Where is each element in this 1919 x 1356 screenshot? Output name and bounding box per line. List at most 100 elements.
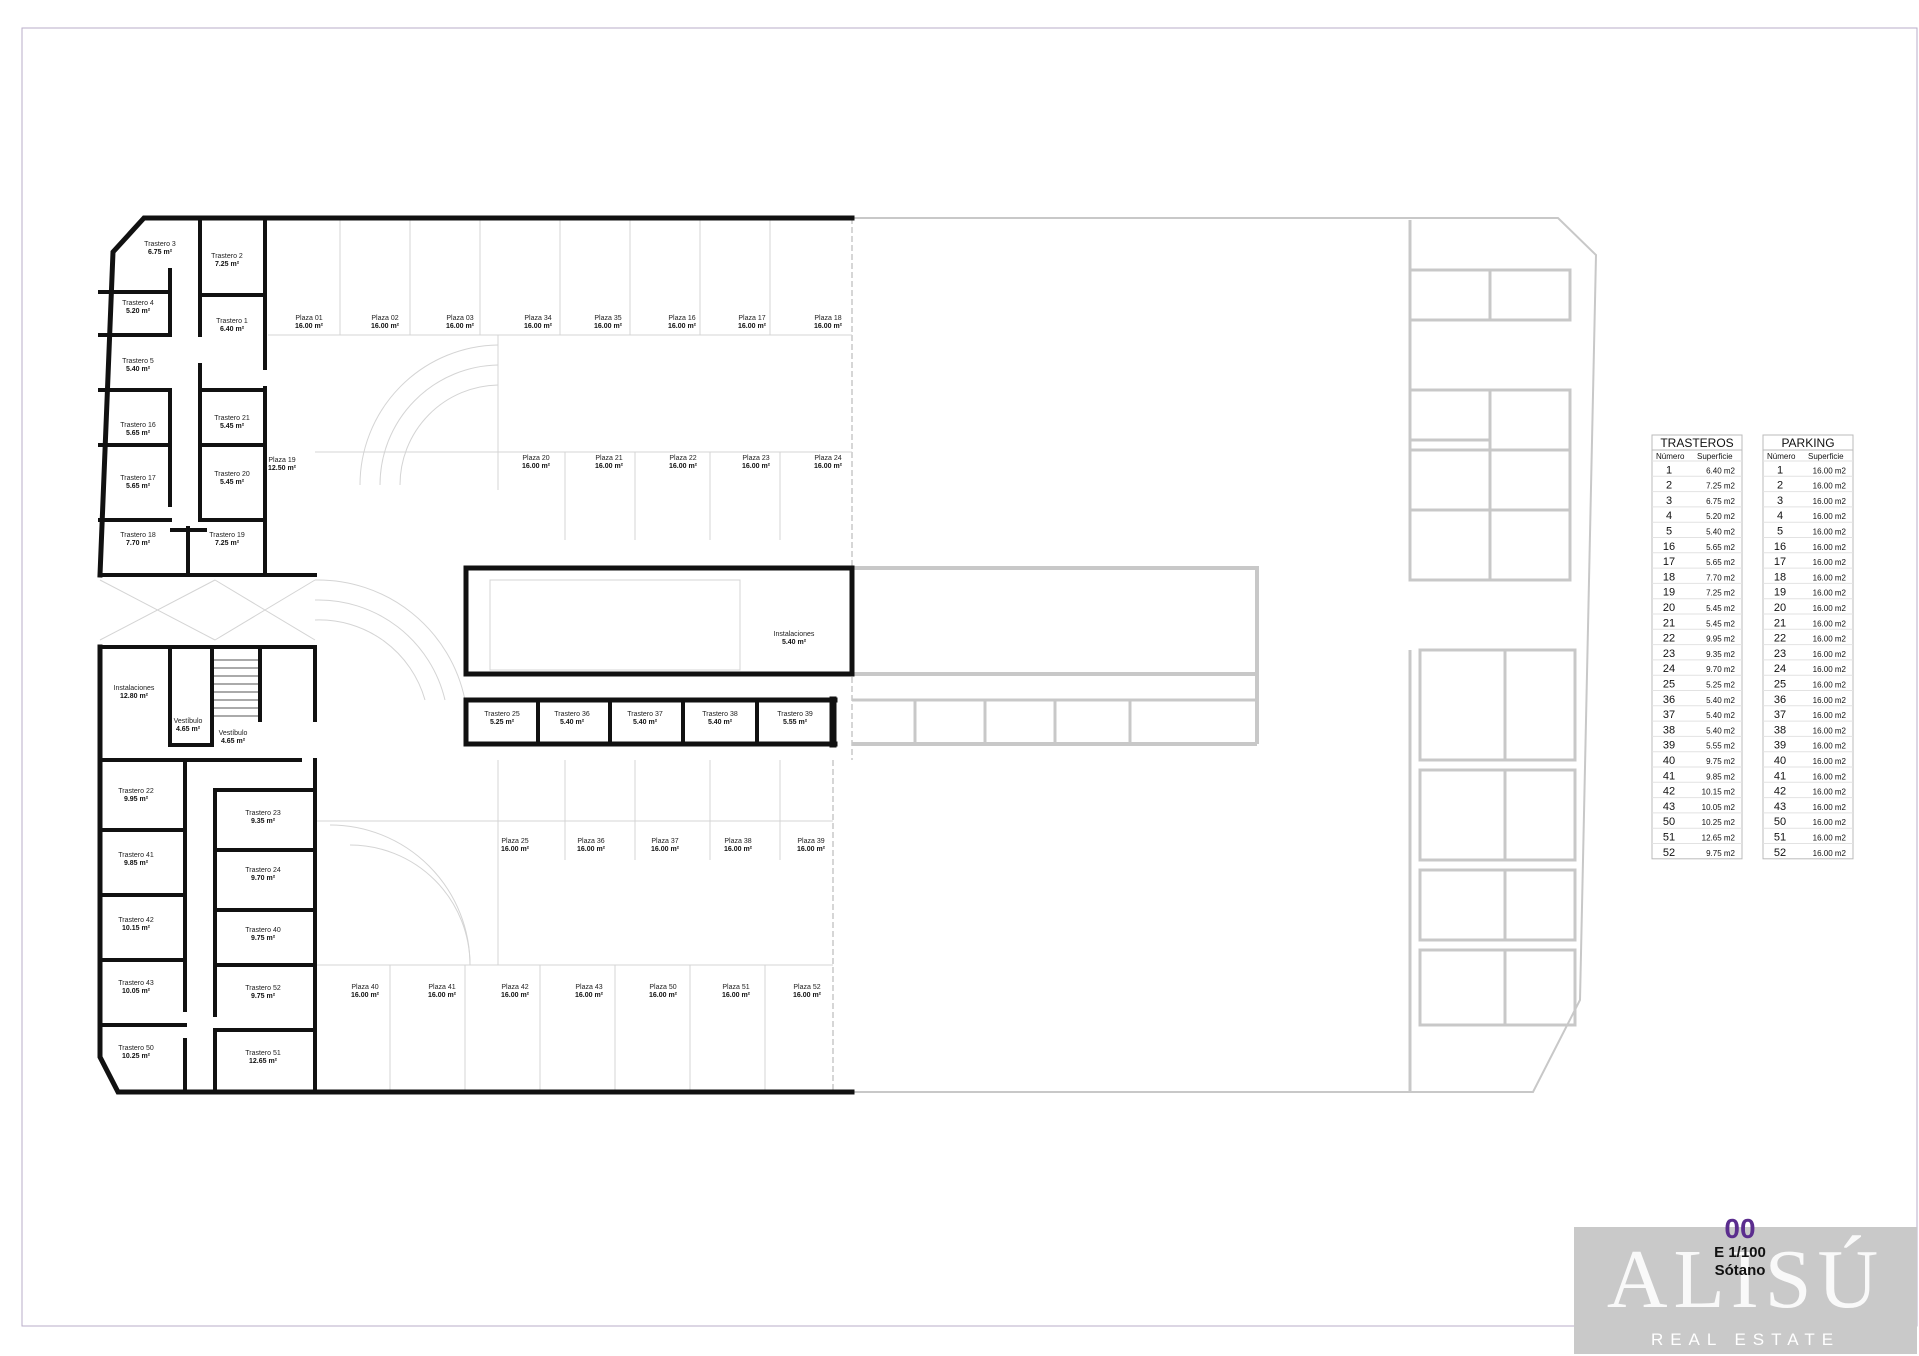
stair [214, 659, 258, 717]
trasteros-table-row-number: 52 [1663, 847, 1675, 859]
storage-room-label: Trastero 22 [118, 788, 154, 795]
parking-space-area: 16.00 m² [668, 323, 697, 330]
parking-table-row-number: 39 [1774, 740, 1786, 752]
service-room-area: 5.40 m² [782, 639, 807, 646]
parking-table-row-number: 5 [1777, 526, 1783, 538]
storage-room: Trastero 45.20 m² [122, 300, 154, 315]
service-room-label: Vestíbulo [174, 718, 203, 725]
parking-space-area: 16.00 m² [595, 463, 624, 470]
trasteros-table-row-number: 22 [1663, 633, 1675, 645]
parking-space-area: 16.00 m² [742, 463, 771, 470]
storage-room-label: Trastero 42 [118, 917, 154, 924]
parking-table-row-area: 16.00 m2 [1813, 726, 1847, 735]
storage-room: Trastero 239.35 m² [245, 810, 281, 825]
trasteros-table-row-number: 19 [1663, 587, 1675, 599]
storage-room-area: 5.40 m² [708, 719, 733, 726]
storage-room: Trastero 175.65 m² [120, 475, 156, 490]
parking-table-row-area: 16.00 m2 [1813, 849, 1847, 858]
trasteros-table-row-area: 5.65 m2 [1706, 543, 1735, 552]
trasteros-table-row-number: 42 [1663, 786, 1675, 798]
storage-room-area: 9.75 m² [251, 993, 276, 1000]
parking-table-row-area: 16.00 m2 [1813, 512, 1847, 521]
parking-table-row-area: 16.00 m2 [1813, 788, 1847, 797]
trasteros-table-row-number: 16 [1663, 541, 1675, 553]
trasteros-table-row-number: 20 [1663, 602, 1675, 614]
parking-table-row-number: 1 [1777, 464, 1783, 476]
parking-space-area: 16.00 m² [724, 846, 753, 853]
trasteros-table-row-number: 21 [1663, 617, 1675, 629]
storage-room-area: 5.65 m² [126, 430, 151, 437]
trasteros-table-row-number: 43 [1663, 801, 1675, 813]
storage-room-label: Trastero 41 [118, 852, 154, 859]
trasteros-table-row-number: 50 [1663, 816, 1675, 828]
parking-table-row-area: 16.00 m2 [1813, 635, 1847, 644]
parking-table-row-area: 16.00 m2 [1813, 834, 1847, 843]
parking-table-row-number: 36 [1774, 694, 1786, 706]
service-room-label: Vestíbulo [219, 730, 248, 737]
parking-table-row-number: 52 [1774, 847, 1786, 859]
parking-space-label: Plaza 17 [738, 315, 765, 322]
parking-table-row-number: 2 [1777, 480, 1783, 492]
trasteros-table-row-area: 9.75 m2 [1706, 757, 1735, 766]
parking-table-row-area: 16.00 m2 [1813, 482, 1847, 491]
storage-room: Trastero 215.45 m² [214, 415, 250, 430]
trasteros-table-row-area: 10.05 m2 [1702, 803, 1736, 812]
trasteros-table-row-number: 17 [1663, 556, 1675, 568]
parking-table-row-area: 16.00 m2 [1813, 665, 1847, 674]
parking-table-row-area: 16.00 m2 [1813, 772, 1847, 781]
storage-room-area: 5.65 m² [126, 483, 151, 490]
trasteros-table-header-area: Superficie [1697, 452, 1733, 461]
plan-info: 00 E 1/100 Sótano [1690, 1214, 1790, 1280]
storage-room-area: 6.75 m² [148, 249, 173, 256]
parking-space-label: Plaza 41 [428, 984, 455, 991]
parking-table-row-number: 21 [1774, 617, 1786, 629]
parking-space-label: Plaza 35 [594, 315, 621, 322]
parking-space-area: 16.00 m² [669, 463, 698, 470]
parking-table-row-area: 16.00 m2 [1813, 573, 1847, 582]
storage-room-area: 5.40 m² [633, 719, 658, 726]
sheet-border [21, 27, 1918, 1327]
parking-table-row-area: 16.00 m2 [1813, 528, 1847, 537]
parking-layout-lines [99, 218, 852, 1090]
parking-space-area: 16.00 m² [793, 992, 822, 999]
parking-table-row-number: 51 [1774, 832, 1786, 844]
trasteros-table-row-area: 6.75 m2 [1706, 497, 1735, 506]
parking-table-header-area: Superficie [1808, 452, 1844, 461]
parking-space-area: 16.00 m² [501, 846, 530, 853]
parking-space-area: 16.00 m² [814, 463, 843, 470]
storage-room-label: Trastero 20 [214, 471, 250, 478]
parking-space-label: Plaza 51 [722, 984, 749, 991]
trasteros-table-row-number: 25 [1663, 679, 1675, 691]
trasteros-table-row-number: 1 [1666, 464, 1672, 476]
brand-logo: ALISÚ REAL ESTATE [1574, 1227, 1917, 1354]
parking-space-area: 16.00 m² [649, 992, 678, 999]
trasteros-table-title: TRASTEROS [1660, 436, 1733, 450]
storage-room-area: 5.40 m² [126, 366, 151, 373]
trasteros-table-row-number: 2 [1666, 480, 1672, 492]
parking-table-row-number: 50 [1774, 816, 1786, 828]
storage-room-area: 7.25 m² [215, 540, 240, 547]
trasteros-table-row-area: 12.65 m2 [1702, 834, 1736, 843]
parking-space-label: Plaza 52 [793, 984, 820, 991]
storage-room: Trastero 205.45 m² [214, 471, 250, 486]
parking-table-row-number: 18 [1774, 571, 1786, 583]
parking-space-label: Plaza 39 [797, 838, 824, 845]
trasteros-table-border [1651, 434, 1743, 860]
parking-space-label: Plaza 38 [724, 838, 751, 845]
parking-space-area: 16.00 m² [738, 323, 767, 330]
storage-room: Trastero 55.40 m² [122, 358, 154, 373]
storage-room: Trastero 395.55 m² [777, 711, 813, 726]
parking-table-row-area: 16.00 m2 [1813, 466, 1847, 475]
brand-mark: ALISÚ [1606, 1233, 1885, 1326]
storage-room-area: 5.40 m² [560, 719, 585, 726]
trasteros-table-row-area: 7.70 m2 [1706, 573, 1735, 582]
